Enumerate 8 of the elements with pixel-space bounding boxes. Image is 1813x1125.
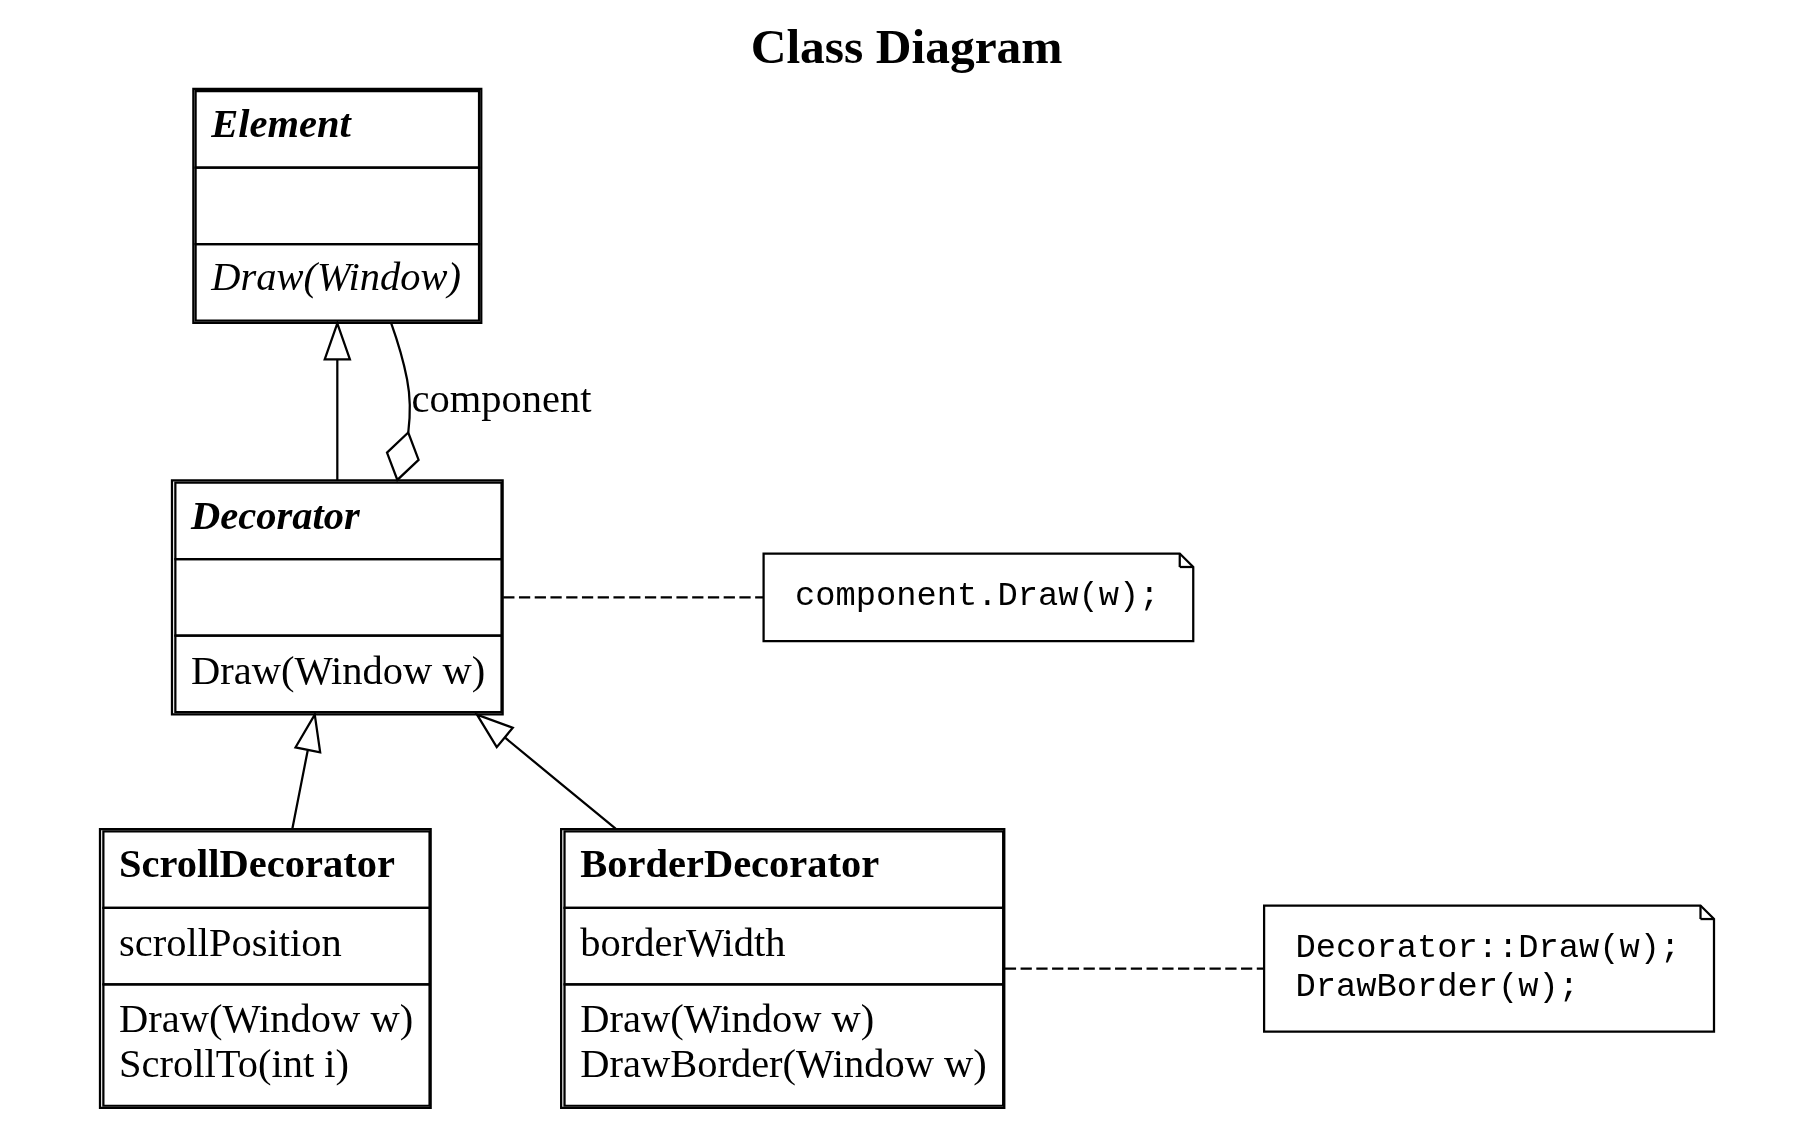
connector bbox=[1004, 967, 1264, 970]
connector bbox=[502, 596, 763, 599]
connector bbox=[385, 322, 420, 482]
edge-label: component bbox=[411, 375, 591, 421]
arrow bbox=[322, 320, 351, 481]
arrow bbox=[290, 711, 321, 829]
arrow bbox=[473, 712, 616, 830]
diagram-title: Class Diagram bbox=[750, 19, 1063, 75]
